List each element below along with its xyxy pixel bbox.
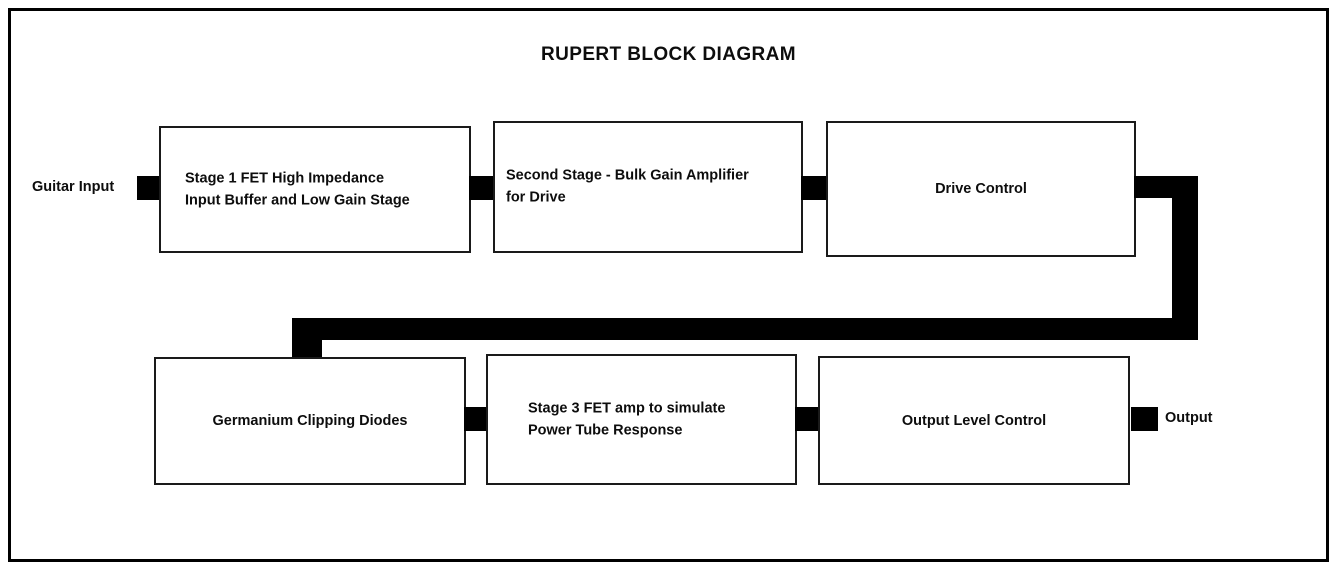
connector-stage1-to-stage2 bbox=[469, 176, 495, 200]
block-drive-control-label: Drive Control bbox=[935, 180, 1027, 197]
connector-input-to-stage1 bbox=[137, 176, 163, 200]
block-stage3[interactable]: Stage 3 FET amp to simulate Power Tube R… bbox=[486, 354, 797, 485]
connector-routing-horizontal-lower bbox=[292, 318, 1198, 340]
output-label: Output bbox=[1165, 410, 1213, 426]
connector-stage3-to-output-level bbox=[795, 407, 821, 431]
page-title: RUPERT BLOCK DIAGRAM bbox=[541, 44, 796, 65]
connector-output-level-to-output bbox=[1131, 407, 1158, 431]
guitar-input-label: Guitar Input bbox=[32, 179, 115, 195]
connector-routing-down-into-diodes bbox=[292, 318, 322, 360]
block-stage3-label: Stage 3 FET amp to simulate Power Tube R… bbox=[528, 400, 726, 439]
block-germanium-clipping-diodes[interactable]: Germanium Clipping Diodes bbox=[154, 357, 466, 485]
block-germanium-clipping-diodes-label: Germanium Clipping Diodes bbox=[212, 412, 408, 429]
diagram-outer-frame bbox=[8, 8, 1329, 562]
block-stage1-label: Stage 1 FET High Impedance Input Buffer … bbox=[185, 170, 410, 209]
block-output-level-control-label: Output Level Control bbox=[901, 412, 1047, 429]
block-drive-control[interactable]: Drive Control bbox=[826, 121, 1136, 257]
block-stage1[interactable]: Stage 1 FET High Impedance Input Buffer … bbox=[159, 126, 471, 253]
block-stage2-label: Second Stage - Bulk Gain Amplifier for D… bbox=[506, 167, 749, 206]
connector-routing-vertical-right bbox=[1172, 176, 1198, 340]
connector-diodes-to-stage3 bbox=[464, 407, 490, 431]
connector-stage2-to-drive bbox=[801, 176, 829, 200]
block-stage2[interactable]: Second Stage - Bulk Gain Amplifier for D… bbox=[493, 121, 803, 253]
block-output-level-control[interactable]: Output Level Control bbox=[818, 356, 1130, 485]
